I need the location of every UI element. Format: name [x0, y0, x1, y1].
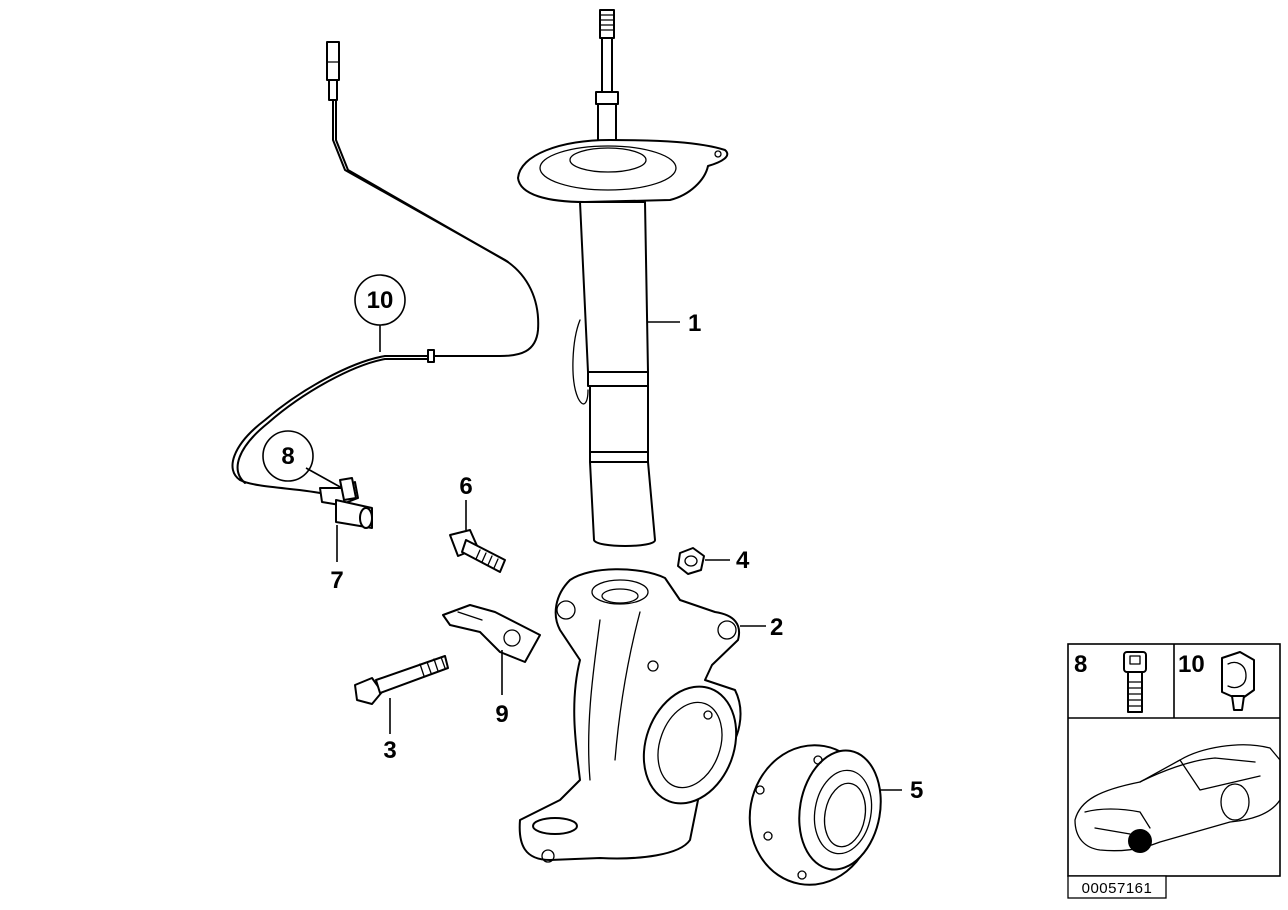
wheel-speed-sensor [262, 430, 373, 562]
bracket-9 [442, 604, 541, 695]
nut-4 [677, 547, 730, 575]
bolt-6 [449, 500, 506, 573]
callout-5: 5 [910, 777, 923, 804]
inset-label-10: 10 [1178, 651, 1205, 678]
callout-3: 3 [383, 737, 396, 764]
socket-screw-icon [1123, 651, 1147, 713]
inset-panel: 8 10 [1067, 643, 1281, 877]
callout-10: 10 [367, 287, 394, 314]
callout-2: 2 [770, 614, 783, 641]
diagram-id: 00057161 [1082, 880, 1153, 897]
cable-clip-icon [1221, 651, 1255, 711]
shock-absorber-strut [517, 9, 729, 547]
diagram-id-box: 00057161 [1067, 875, 1167, 899]
callout-4: 4 [736, 547, 750, 574]
callout-6: 6 [459, 473, 472, 500]
sensor-cable [231, 41, 540, 495]
car-location-icon [1074, 744, 1281, 853]
callout-7: 7 [330, 567, 343, 594]
wheel-bearing-hub [748, 744, 902, 886]
hex-bolt-3 [354, 655, 449, 734]
callout-8: 8 [281, 443, 294, 470]
inset-label-8: 8 [1074, 651, 1087, 678]
callout-1: 1 [688, 310, 701, 337]
steering-knuckle [518, 568, 766, 863]
callout-9: 9 [495, 701, 508, 728]
